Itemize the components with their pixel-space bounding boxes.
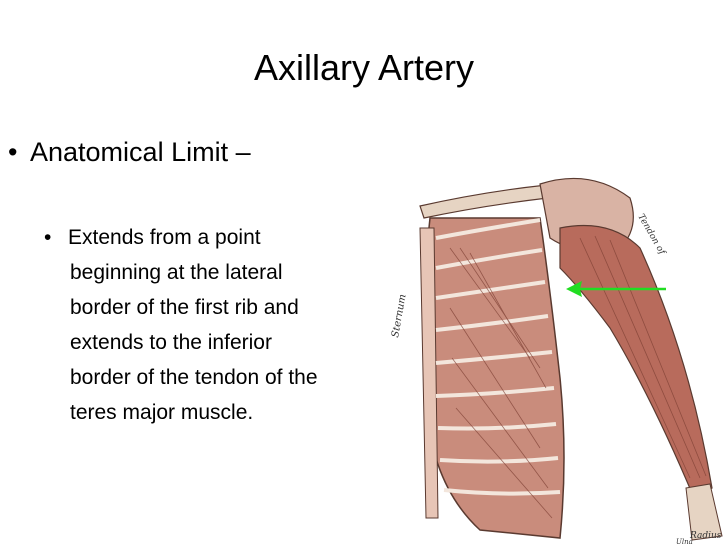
bullet-dot-icon: • bbox=[8, 137, 18, 167]
sub-bullet-line: beginning at the lateral bbox=[70, 261, 283, 284]
sub-bullet-line: border of the tendon of the bbox=[70, 366, 318, 389]
ribs bbox=[435, 218, 561, 496]
arm-fibers bbox=[579, 235, 707, 479]
muscle-fibers bbox=[449, 247, 553, 519]
anatomy-illustration: Sternum Tendon of Radius Ulna bbox=[390, 158, 728, 546]
sternum-label: Sternum bbox=[390, 293, 408, 338]
upper-arm-muscle bbox=[559, 225, 713, 499]
sub-bullet-line: teres major muscle. bbox=[70, 401, 254, 424]
main-bullet-text: Anatomical Limit – bbox=[30, 137, 251, 167]
sub-bullet-line: Extends from a point bbox=[68, 226, 261, 249]
sub-bullet: • Extends from a point beginning at the … bbox=[44, 220, 404, 430]
slide-title: Axillary Artery bbox=[253, 47, 475, 88]
sternum-bone bbox=[419, 227, 439, 519]
sub-bullet-first-line: • Extends from a point bbox=[44, 220, 404, 255]
sub-bullet-line: extends to the inferior bbox=[70, 331, 272, 354]
ulna-label: Ulna bbox=[676, 538, 693, 546]
sub-bullet-line: border of the first rib and bbox=[70, 296, 299, 319]
anatomy-svg: Sternum Tendon of Radius Ulna bbox=[390, 177, 723, 546]
main-bullet: • Anatomical Limit – bbox=[8, 132, 251, 172]
radius-label: Radius bbox=[689, 531, 722, 541]
sub-bullet-dot-icon: • bbox=[44, 226, 52, 249]
forearm-bones bbox=[685, 483, 723, 541]
green-arrow-icon bbox=[566, 281, 666, 297]
